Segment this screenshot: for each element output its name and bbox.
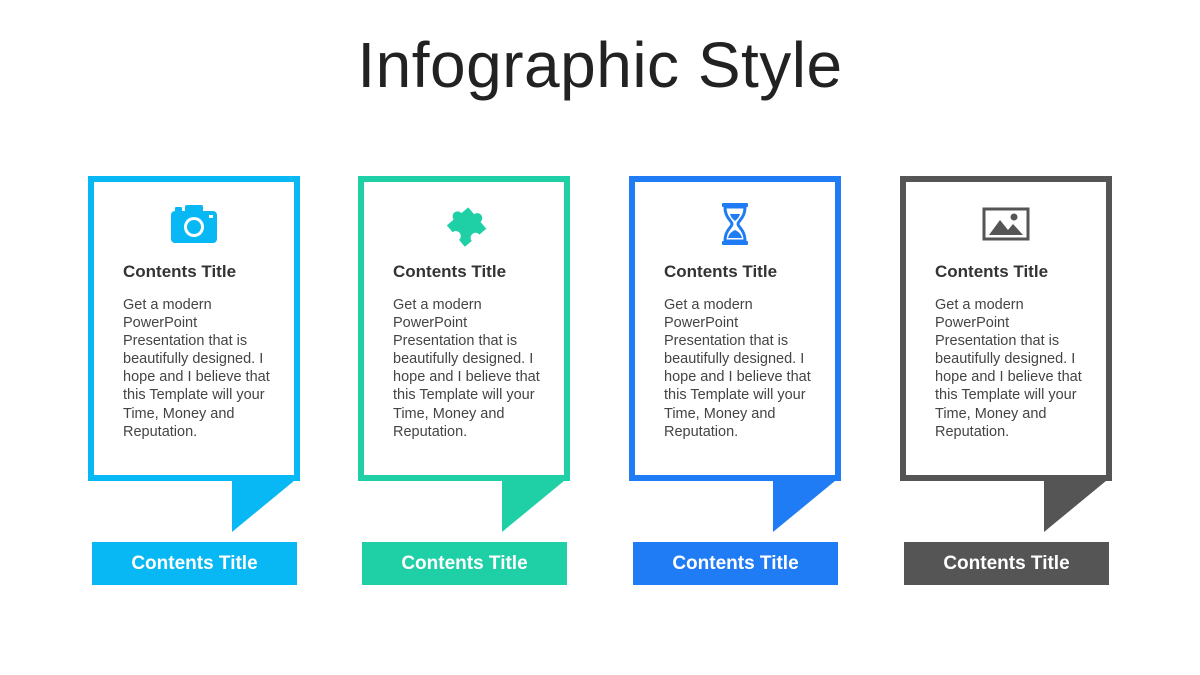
info-card-4: Contents Title Get a modern PowerPoint P… — [900, 176, 1112, 585]
camera-icon — [168, 198, 220, 250]
card-body-text: Get a modern PowerPoint Presentation tha… — [123, 297, 270, 440]
card-body-text: Get a modern PowerPoint Presentation tha… — [393, 297, 540, 440]
info-card-2: Contents Title Get a modern PowerPoint P… — [358, 176, 570, 585]
image-icon — [980, 198, 1032, 250]
info-card-1: Contents Title Get a modern PowerPoint P… — [88, 176, 300, 585]
info-card-3: Contents Title Get a modern PowerPoint P… — [629, 176, 841, 585]
card-heading: Contents Title — [664, 262, 778, 281]
card-frame — [629, 176, 841, 481]
card-heading: Contents Title — [935, 262, 1049, 281]
contents-title-button-2[interactable]: Contents Title — [362, 542, 567, 585]
card-frame — [900, 176, 1112, 481]
card-pointer-tail — [1044, 476, 1112, 532]
card-pointer-tail — [773, 476, 841, 532]
contents-title-button-3[interactable]: Contents Title — [633, 542, 838, 585]
card-pointer-tail — [502, 476, 570, 532]
hourglass-icon — [709, 198, 761, 250]
card-heading: Contents Title — [393, 262, 507, 281]
card-body-text: Get a modern PowerPoint Presentation tha… — [935, 297, 1082, 440]
card-pointer-tail — [232, 476, 300, 532]
contents-title-button-4[interactable]: Contents Title — [904, 542, 1109, 585]
page-title: Infographic Style — [357, 29, 843, 101]
contents-title-button-1[interactable]: Contents Title — [92, 542, 297, 585]
card-heading: Contents Title — [123, 262, 237, 281]
puzzle-icon — [438, 198, 490, 250]
card-body-text: Get a modern PowerPoint Presentation tha… — [664, 297, 811, 440]
